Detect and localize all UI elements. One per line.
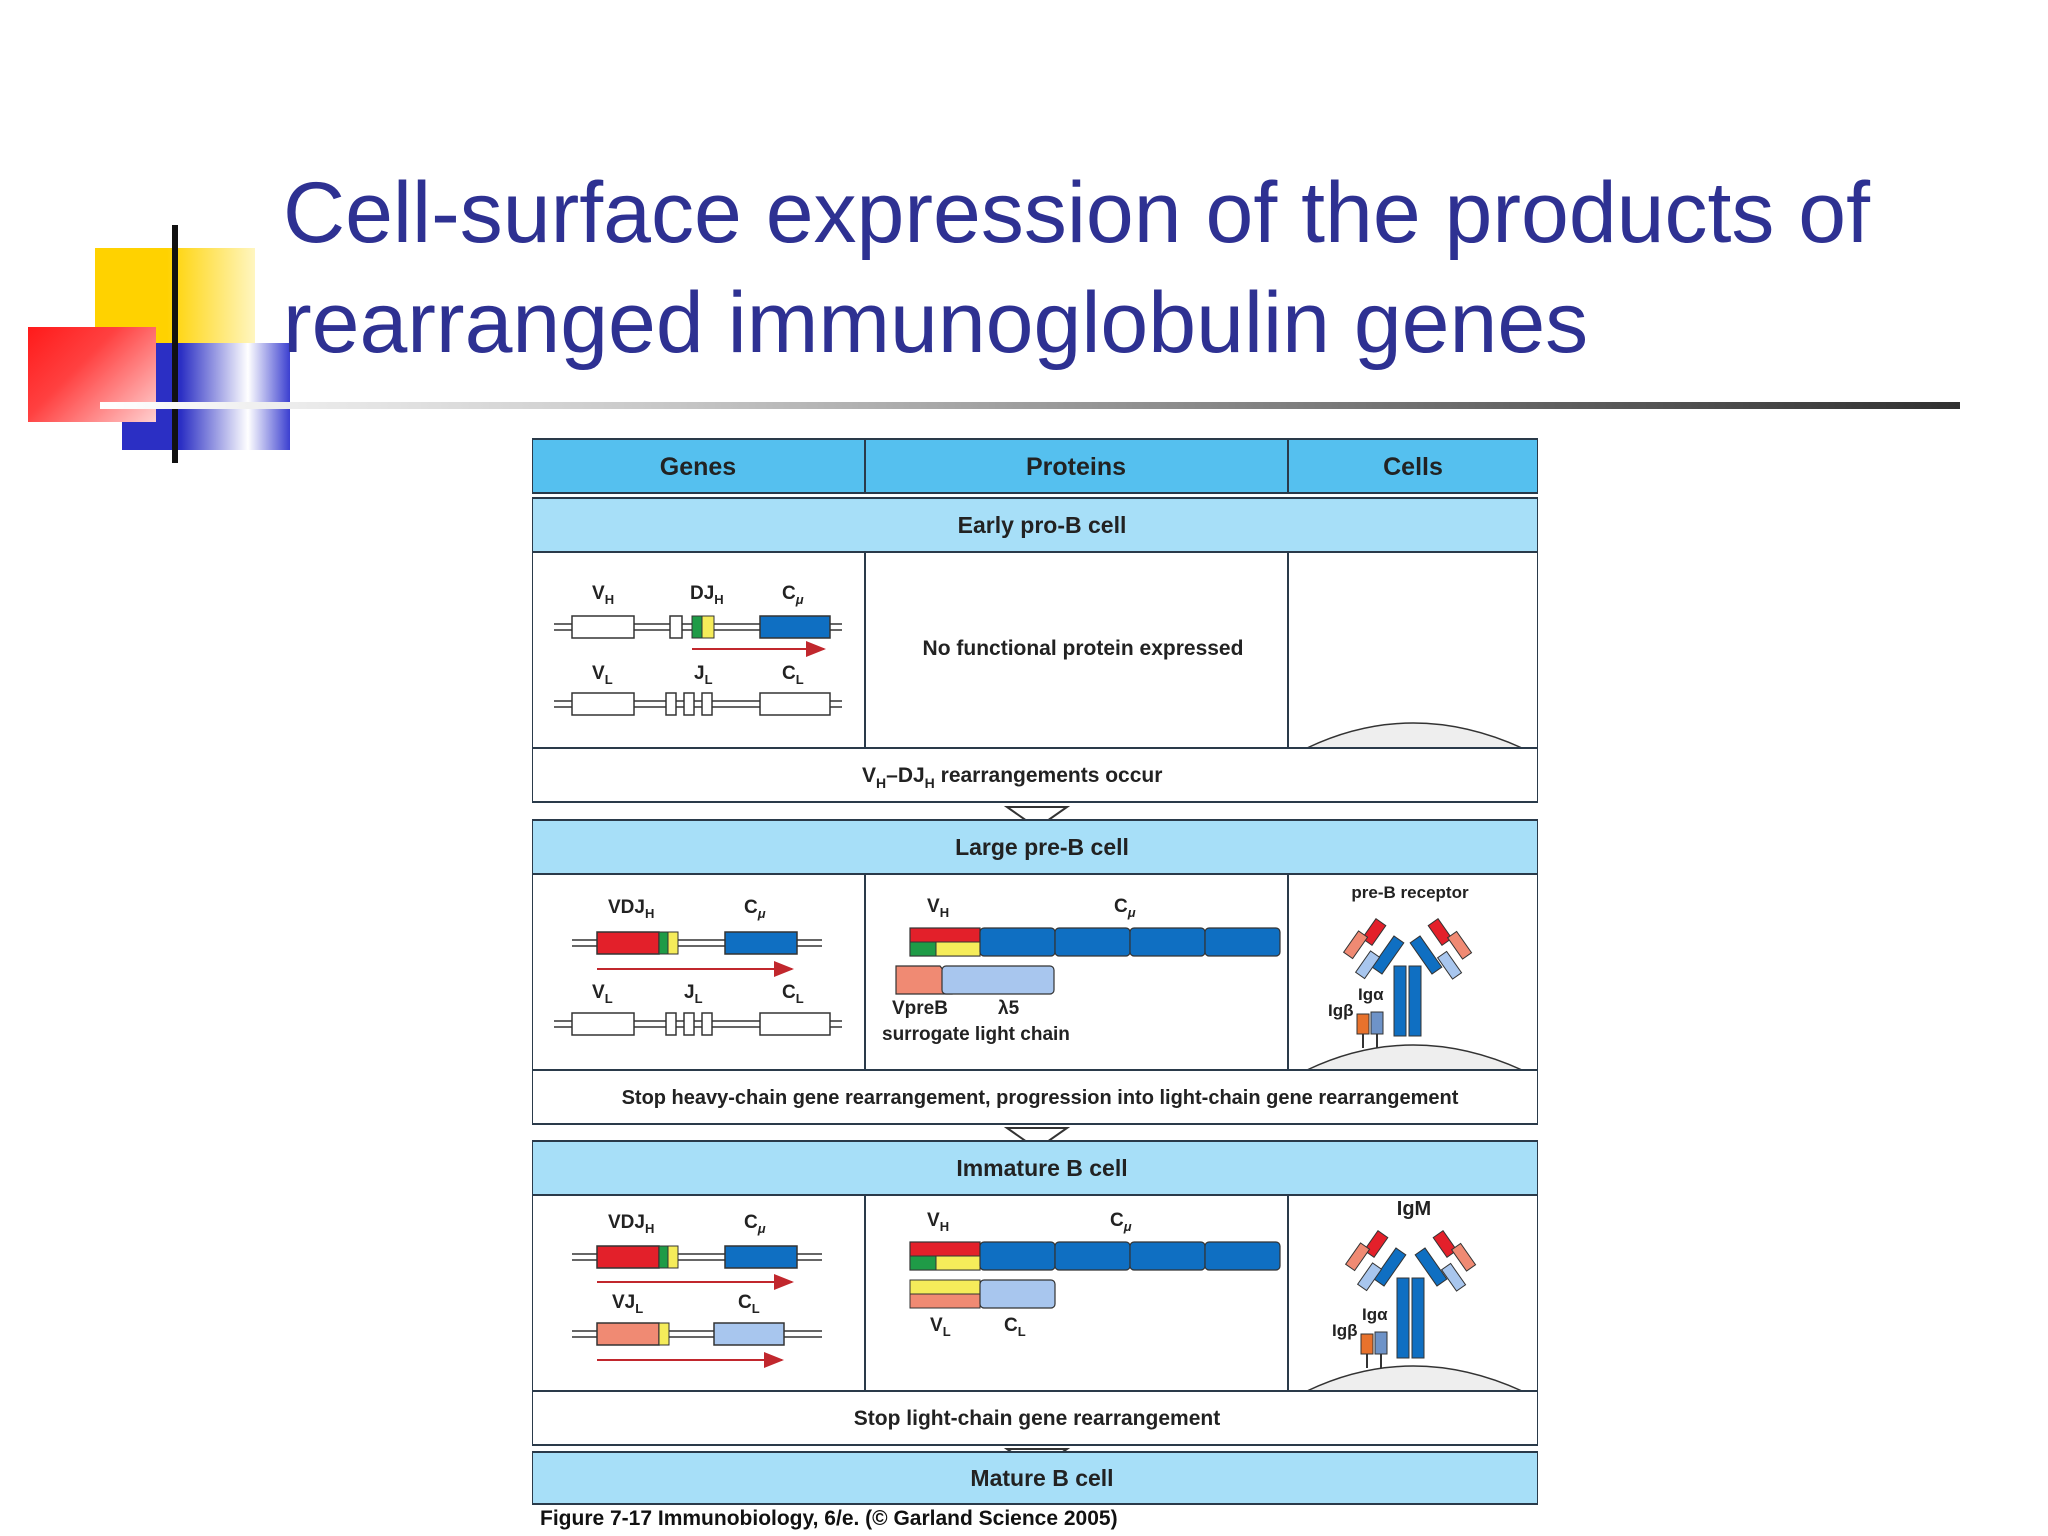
- label-vl: VL: [592, 663, 613, 687]
- header-proteins: Proteins: [1026, 453, 1126, 481]
- label-cmu: Cμ: [782, 583, 804, 607]
- protein-label-vh: VH: [927, 1210, 949, 1234]
- label-vl: VL: [592, 982, 613, 1006]
- stage-title: Large pre-B cell: [955, 834, 1129, 860]
- decor-vertical-line: [172, 225, 178, 463]
- label-vdjh: VDJH: [608, 897, 654, 921]
- slide-title-line-1: Cell-surface expression of the products …: [283, 165, 1871, 261]
- label-djh: DJH: [690, 583, 724, 607]
- label-cmu: Cμ: [744, 1212, 766, 1236]
- down-arrow-2: [1003, 1127, 1071, 1151]
- stage-early-pro-b: Early pro-B cell VH DJH Cμ VL: [531, 497, 1539, 830]
- light-chain-locus: [572, 1322, 822, 1368]
- pre-b-receptor-icon: [1342, 918, 1473, 1048]
- header-cells: Cells: [1383, 453, 1443, 481]
- figure-svg: Genes Proteins Cells Early pro-B cell VH…: [531, 438, 1539, 1505]
- label-vjl: VJL: [612, 1292, 643, 1316]
- label-pre-b-receptor: pre-B receptor: [1351, 883, 1469, 902]
- protein-label-cmu: Cμ: [1110, 1210, 1132, 1234]
- mu-heavy-chain: [909, 1241, 1281, 1271]
- cell-membrane-1: [1306, 722, 1523, 749]
- stage-title: Mature B cell: [970, 1465, 1113, 1491]
- label-iga: Igα: [1358, 985, 1384, 1004]
- protein-label-cl: CL: [1004, 1315, 1026, 1339]
- mu-heavy-chain: [909, 927, 1281, 957]
- down-arrow-1: [1003, 806, 1071, 830]
- label-cl: CL: [782, 982, 804, 1006]
- stage-title: Immature B cell: [956, 1155, 1127, 1181]
- heavy-chain-locus: [554, 615, 842, 657]
- stage-mature-b: Mature B cell: [531, 1451, 1539, 1505]
- protein-label-vl: VL: [930, 1315, 951, 1339]
- transition-2-text: Stop heavy-chain gene rearrangement, pro…: [622, 1087, 1459, 1109]
- stage-title: Early pro-B cell: [958, 512, 1127, 538]
- label-jl: JL: [684, 982, 703, 1006]
- label-vh: VH: [592, 583, 614, 607]
- label-igb: Igβ: [1328, 1001, 1353, 1020]
- label-iga: Igα: [1362, 1305, 1388, 1324]
- label-jl: JL: [694, 663, 713, 687]
- label-vdjh: VDJH: [608, 1212, 654, 1236]
- label-cmu: Cμ: [744, 897, 766, 921]
- stage-large-pre-b: Large pre-B cell VDJH Cμ VL JL CL: [531, 819, 1539, 1151]
- light-chain-locus: [554, 692, 842, 716]
- label-lambda5: λ5: [998, 998, 1020, 1019]
- surrogate-light-chain: [895, 965, 1055, 995]
- protein-label-cmu: Cμ: [1114, 896, 1136, 920]
- figure-caption: Figure 7-17 Immunobiology, 6/e. (© Garla…: [540, 1507, 1118, 1530]
- column-header-row: Genes Proteins Cells: [531, 438, 1539, 494]
- cell-membrane-2: [1306, 1044, 1523, 1071]
- slide-title: Cell-surface expression of the products …: [283, 158, 2023, 378]
- header-genes: Genes: [660, 453, 736, 481]
- title-rule: [100, 402, 1960, 409]
- light-chain-locus: [554, 1012, 842, 1036]
- label-igb: Igβ: [1332, 1321, 1357, 1340]
- protein-label-vh: VH: [927, 896, 949, 920]
- heavy-chain-locus: [572, 931, 822, 977]
- slide-title-line-2: rearranged immunoglobulin genes: [283, 275, 1589, 371]
- label-vpreb: VpreB: [892, 998, 948, 1019]
- light-chain-protein: [909, 1279, 1056, 1309]
- label-cl: CL: [738, 1292, 760, 1316]
- heavy-chain-locus: [572, 1245, 822, 1290]
- transition-1-text: VH–DJH rearrangements occur: [862, 764, 1162, 791]
- label-igm: IgM: [1397, 1198, 1431, 1220]
- transition-3-text: Stop light-chain gene rearrangement: [854, 1407, 1220, 1430]
- cell-membrane-3: [1306, 1365, 1523, 1392]
- igm-receptor-icon: [1344, 1230, 1477, 1368]
- b-cell-development-figure: Genes Proteins Cells Early pro-B cell VH…: [531, 436, 1539, 1536]
- label-surrogate-light-chain: surrogate light chain: [882, 1024, 1070, 1045]
- stage-immature-b: Immature B cell VDJH Cμ VJL CL: [531, 1140, 1539, 1472]
- no-protein-text: No functional protein expressed: [923, 637, 1244, 660]
- label-cl: CL: [782, 663, 804, 687]
